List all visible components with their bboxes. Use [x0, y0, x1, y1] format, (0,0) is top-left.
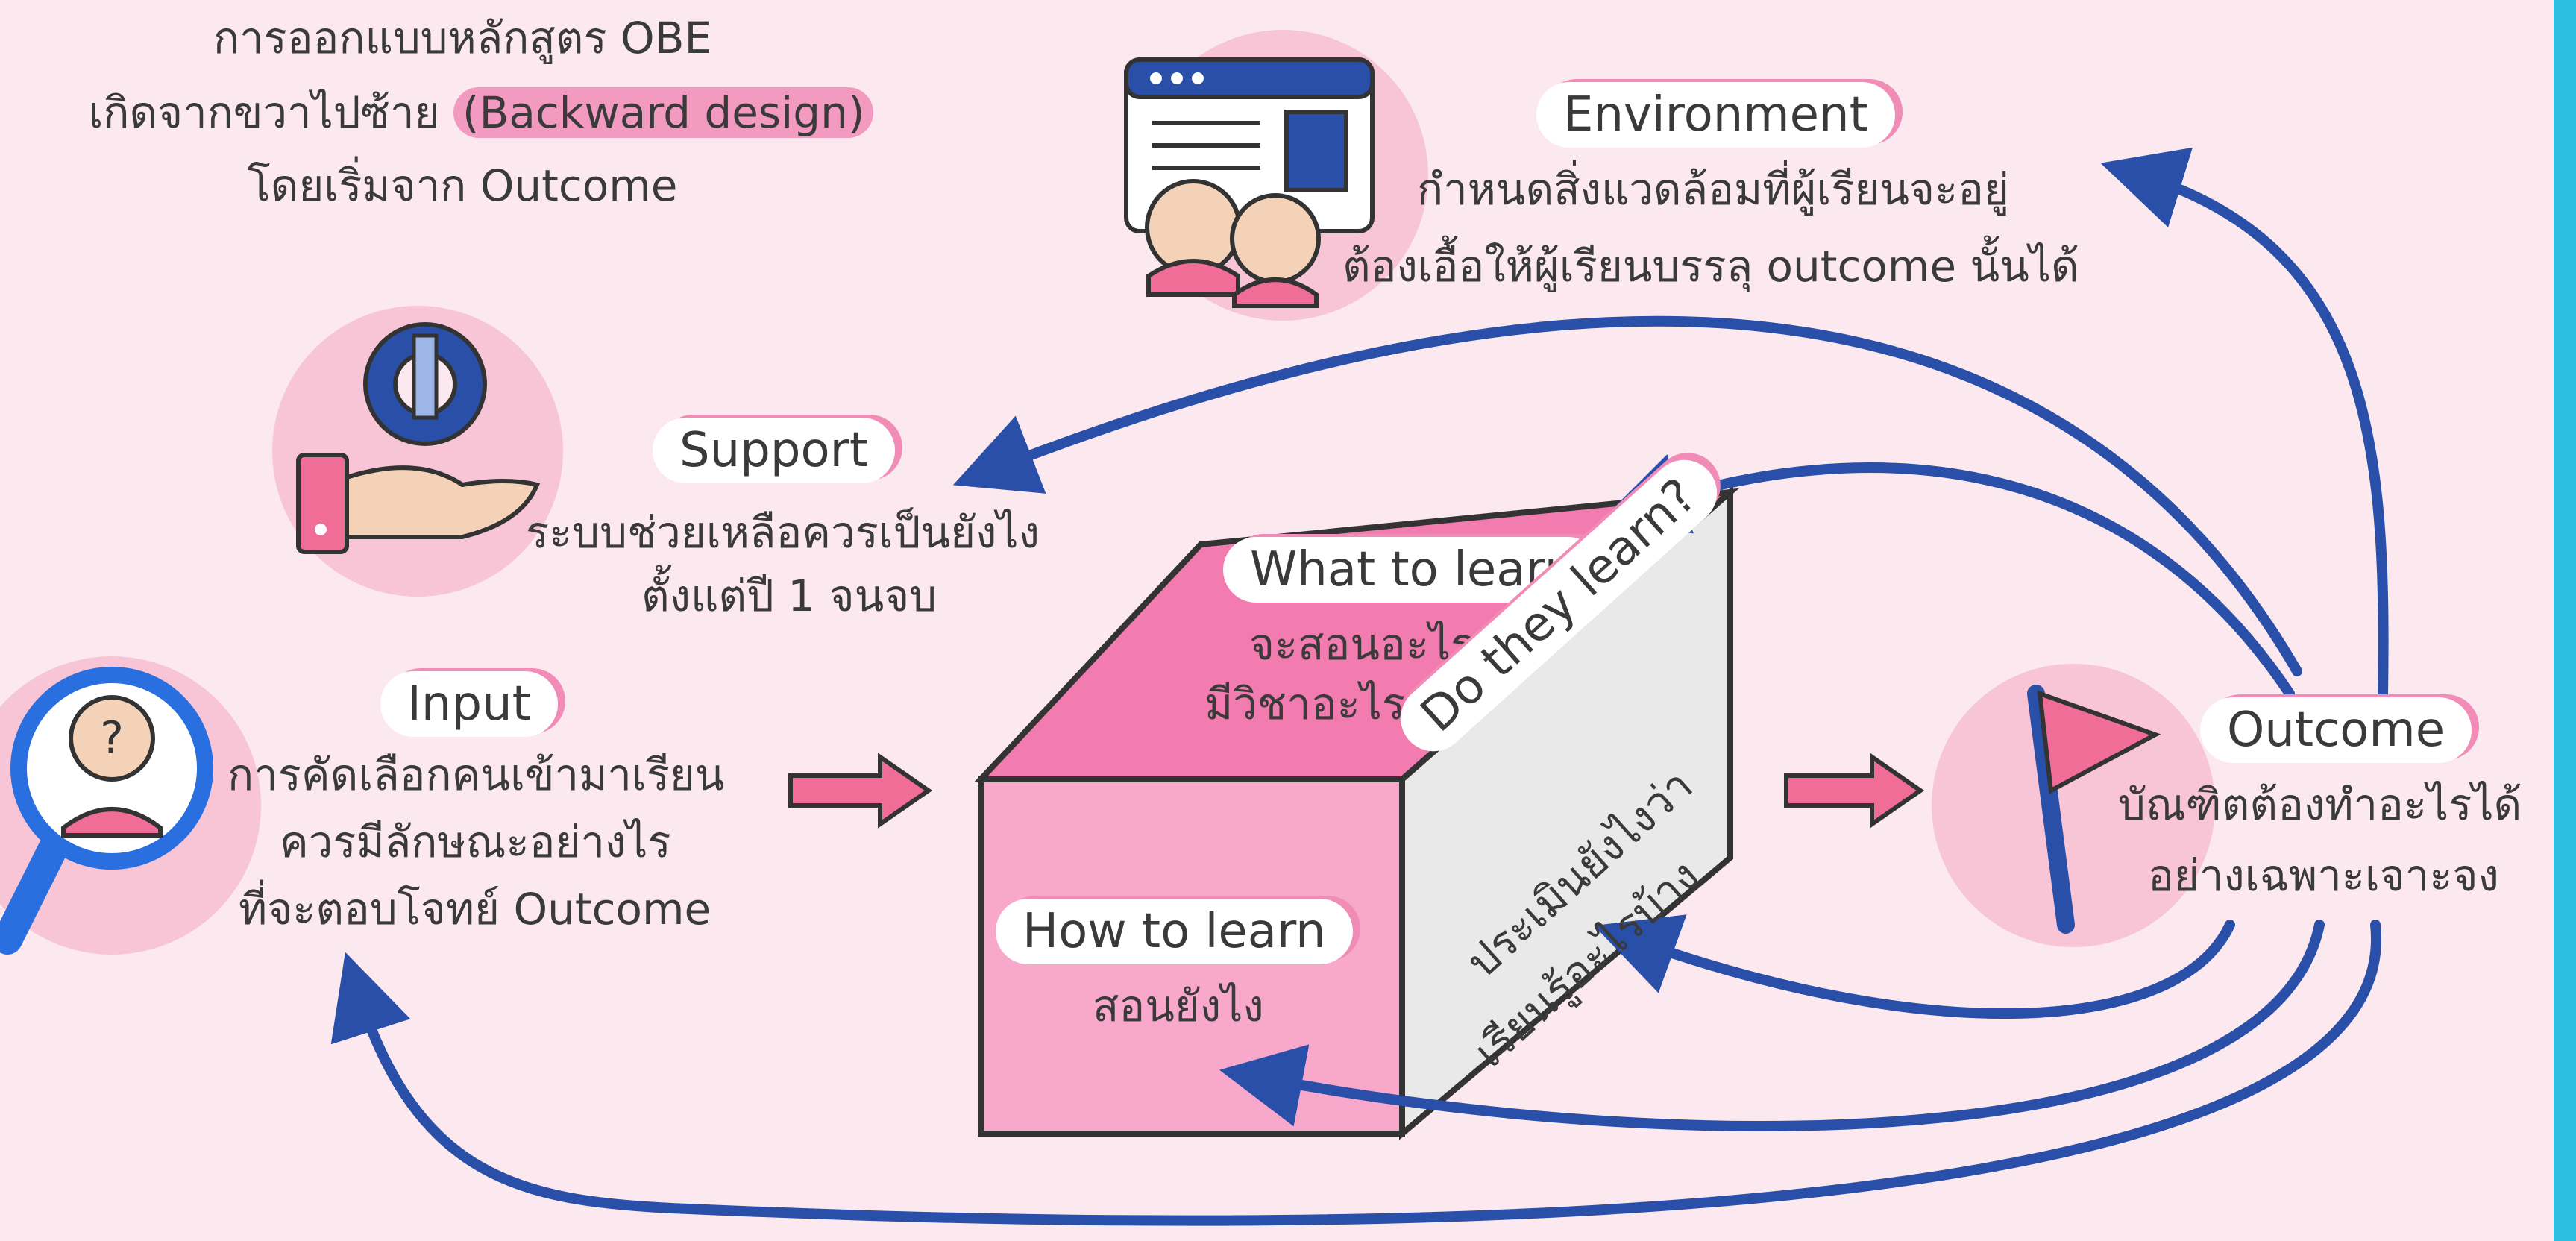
support-desc-2: ตั้งแต่ปี 1 จนจบ [641, 571, 937, 621]
arrow-to-support [952, 315, 2302, 676]
environment-desc-1: กำหนดสิ่งแวดล้อมที่ผู้เรียนจะอยู่ [1417, 164, 2009, 215]
feedback-arrows [330, 147, 2389, 1226]
input-desc-1: การคัดเลือกคนเข้ามาเรียน [227, 750, 725, 800]
arrow-to-what-to-learn [1600, 454, 2295, 699]
right-frame-bar [2554, 0, 2576, 1241]
what-to-learn-desc-1: จะสอนอะไร [1249, 619, 1474, 670]
arrow-to-do-they-learn [1594, 914, 2235, 1019]
what-to-learn-label: What to learn [1223, 537, 1602, 603]
environment-label: Environment [1536, 82, 1895, 148]
pink-arrow-box-to-outcome [1784, 753, 1925, 829]
input-icon: ? [0, 656, 261, 955]
support-icon [272, 306, 563, 597]
outcome-flag-icon [1932, 664, 2215, 947]
header-line-2-prefix: เกิดจากขวาไปซ้าย [88, 87, 440, 138]
pink-arrow-input-to-box [788, 753, 933, 829]
header-line-3: โดยเริ่มจาก Outcome [247, 160, 678, 211]
outcome-label: Outcome [2200, 697, 2472, 763]
backward-design-highlight: (Backward design) [453, 87, 874, 138]
arrow-to-input [330, 920, 2381, 1226]
environment-icon [1124, 30, 1428, 321]
how-to-learn-desc: สอนยังไง [1093, 981, 1264, 1031]
svg-text:?: ? [100, 712, 124, 764]
how-to-learn-label: How to learn [996, 899, 1353, 964]
environment-desc-2: ต้องเอื้อให้ผู้เรียนบรรลุ outcome นั้นได… [1342, 241, 2079, 292]
outcome-desc-1: บัณฑิตต้องทำอะไรได้ [2118, 779, 2522, 830]
header-line-2: เกิดจากขวาไปซ้าย (Backward design) [15, 84, 947, 142]
outcome-desc-2: อย่างเฉพาะเจาะจง [2148, 850, 2499, 901]
support-label: Support [653, 418, 895, 483]
input-desc-3: ที่จะตอบโจทย์ Outcome [239, 884, 711, 934]
input-label: Input [380, 671, 558, 737]
input-desc-2: ควรมีลักษณะอย่างไร [280, 817, 671, 867]
arrow-to-how-to-learn [1219, 920, 2325, 1131]
arrow-to-environment [2100, 147, 2389, 699]
header-line-1: การออกแบบหลักสูตร OBE [213, 13, 712, 63]
support-desc-1: ระบบช่วยเหลือควรเป็นยังไง [526, 507, 1040, 558]
what-to-learn-desc-2: มีวิชาอะไร [1204, 679, 1406, 729]
